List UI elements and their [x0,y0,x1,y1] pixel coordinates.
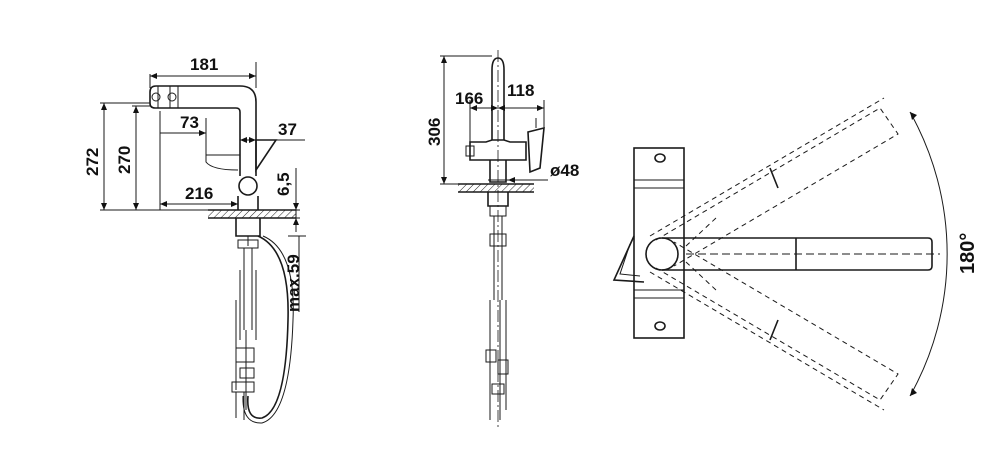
dim-166: 166 [455,89,483,108]
dim-180-degrees: 180° [957,233,979,274]
side-dimension-labels: 181 272 270 73 37 216 6,5 max.59 [83,55,303,312]
top-view: 180° [612,97,979,411]
top-spout-center [662,237,940,271]
front-dimensions [440,55,548,185]
side-faucet-body [149,85,296,424]
front-faucet-body [458,50,545,430]
dim-6-5: 6,5 [274,172,293,196]
front-dimension-labels: 306 166 118 ø48 [425,81,579,180]
side-dimensions [100,62,306,312]
dim-270: 270 [115,146,134,174]
front-view: 306 166 118 ø48 [425,50,579,430]
dim-max-59: max.59 [284,254,303,312]
dim-37: 37 [278,120,297,139]
dim-181: 181 [190,55,218,74]
top-angle-arc [909,111,948,397]
dim-73: 73 [180,113,199,132]
dim-272: 272 [83,148,102,176]
dim-306: 306 [425,118,444,146]
top-base-plate [612,147,685,339]
top-spout-swivel [649,97,899,411]
dim-118: 118 [507,81,534,100]
dim-diameter-48: ø48 [550,161,579,180]
side-view: 181 272 270 73 37 216 6,5 max.59 [83,55,306,424]
dim-216: 216 [185,184,213,203]
